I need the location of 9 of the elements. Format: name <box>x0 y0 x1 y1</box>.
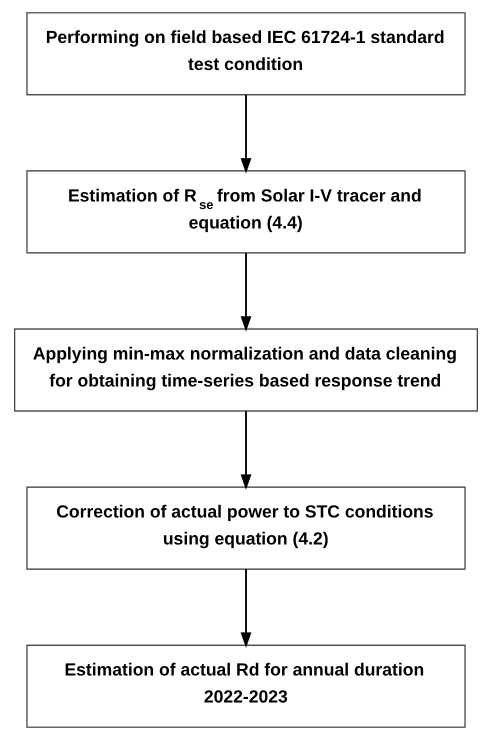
arrow <box>240 95 251 174</box>
node-box: Estimation of R$_{se}$ from Solar I-V tracer and equation (4.4) <box>26 170 466 254</box>
node-box: Performing on field based IEC 61724-1 standard test condition <box>26 12 466 96</box>
node-box: Estimation of actual Rd for annual duration 2022-2023 <box>26 644 466 728</box>
arrow <box>240 411 251 490</box>
node-box: Correction of actual power to STC conditions using equation (4.2) <box>26 486 466 570</box>
arrow <box>240 569 251 648</box>
node-box: Applying min-max normalization and data cleaning for obtaining time-series based response trend <box>14 328 478 412</box>
arrow <box>240 253 251 332</box>
